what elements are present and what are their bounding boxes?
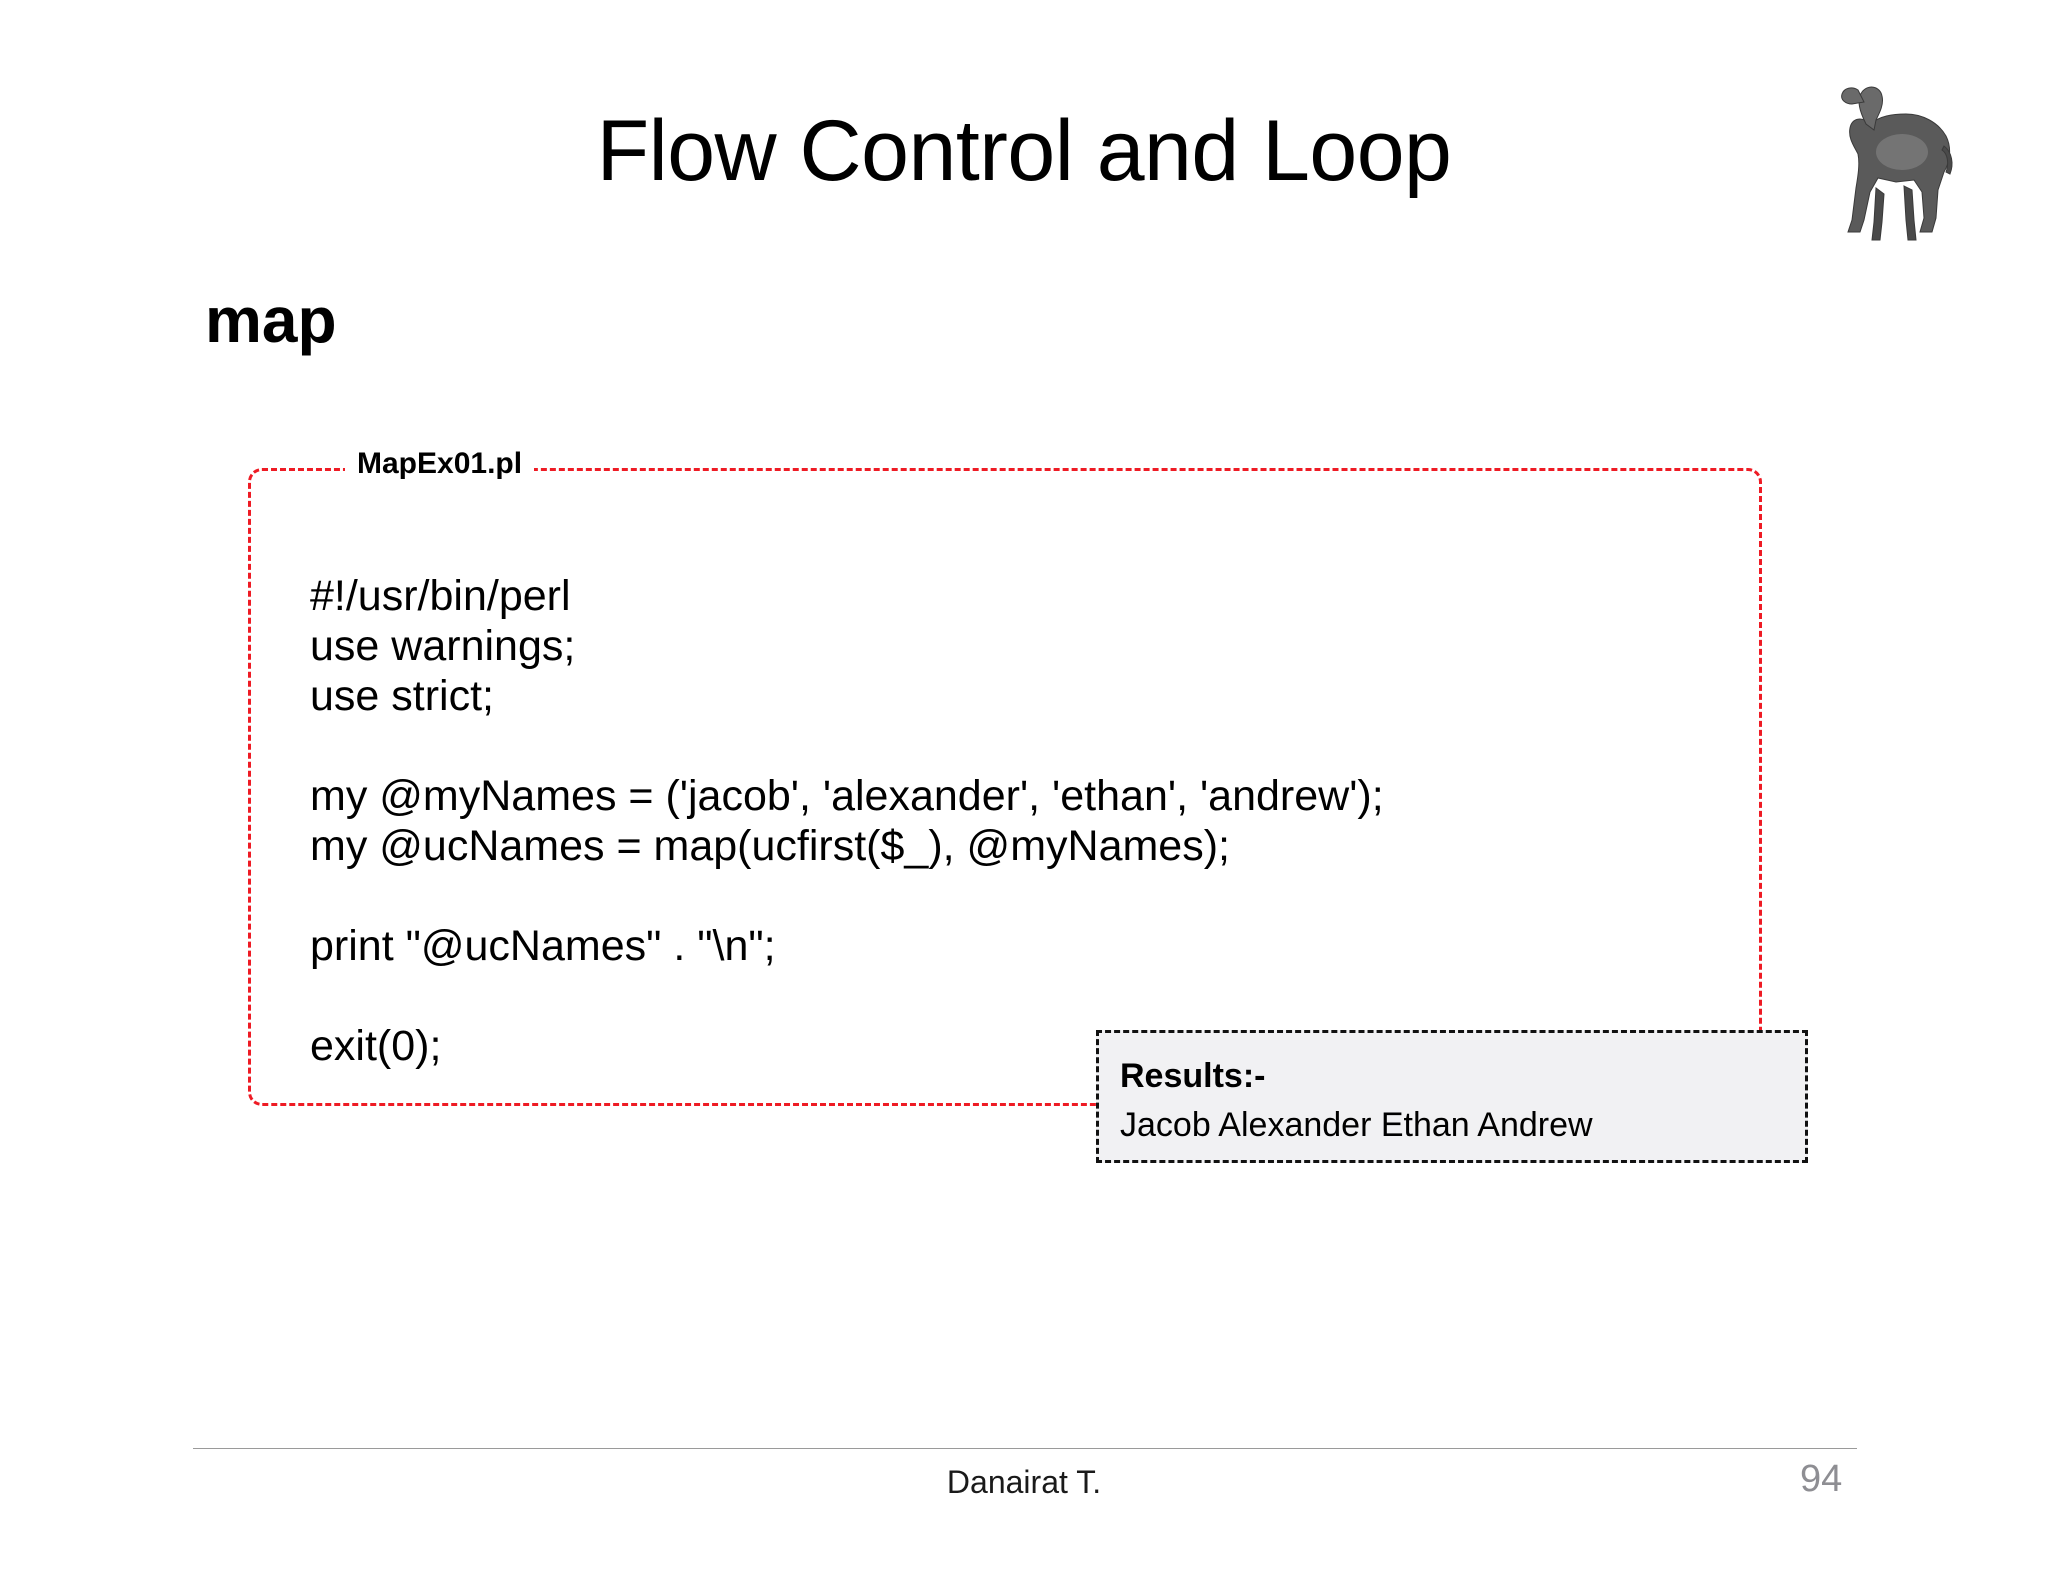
code-block-border xyxy=(248,468,1762,1106)
footer-author: Danairat T. xyxy=(946,1464,1102,1500)
results-title: Results:- xyxy=(1120,1057,1266,1095)
results-block xyxy=(1096,1030,1808,1163)
footer-divider xyxy=(193,1448,1857,1449)
code-block-text: #!/usr/bin/perl use warnings; use strict… xyxy=(310,572,1384,1070)
code-block-filename-label: MapEx01.pl xyxy=(345,446,535,482)
section-heading-map: map xyxy=(205,284,337,356)
page-title: Flow Control and Loop xyxy=(596,103,1452,199)
results-output-text: Jacob Alexander Ethan Andrew xyxy=(1120,1106,1593,1144)
page-number: 94 xyxy=(1800,1458,1843,1500)
camel-icon xyxy=(1818,72,1978,247)
